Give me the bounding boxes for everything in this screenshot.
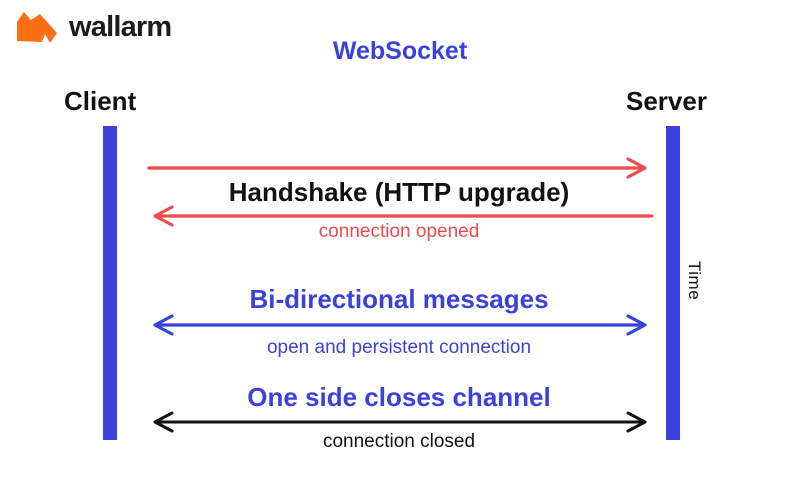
client-lifeline — [103, 126, 117, 440]
bidirectional-message-label: Bi-directional messages — [249, 284, 549, 314]
wallarm-wordmark: wallarm — [69, 11, 172, 43]
diagram-title: WebSocket — [332, 37, 468, 65]
bidirectional-caption: open and persistent connection — [266, 337, 532, 358]
handshake-request-arrow — [147, 157, 647, 179]
close-message-label: One side closes channel — [247, 382, 551, 412]
time-axis-label: Time — [685, 261, 704, 301]
close-caption: connection closed — [322, 431, 476, 452]
wallarm-logo-icon — [17, 12, 57, 43]
server-label: Server — [626, 86, 707, 116]
bidirectional-arrow — [153, 314, 647, 336]
server-lifeline — [666, 126, 680, 440]
handshake-response-arrow — [153, 205, 654, 227]
wallarm-logo: wallarm — [14, 9, 172, 45]
handshake-message-label: Handshake (HTTP upgrade) — [228, 177, 570, 207]
close-arrow — [153, 411, 647, 433]
handshake-caption: connection opened — [318, 221, 480, 242]
client-label: Client — [64, 86, 137, 116]
